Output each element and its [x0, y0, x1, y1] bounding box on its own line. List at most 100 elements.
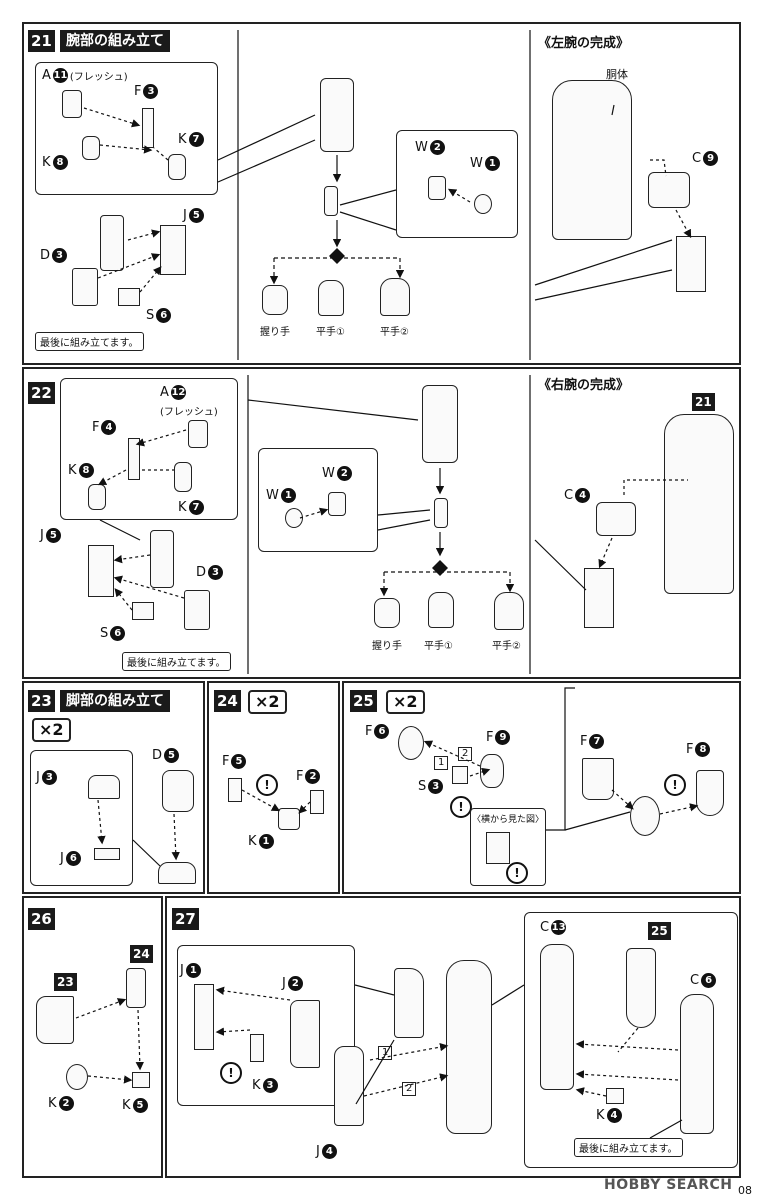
step-27-right-box — [524, 912, 738, 1168]
page-number: 08 — [738, 1184, 752, 1197]
part-f2 — [310, 790, 324, 814]
arm-assembled-22 — [422, 385, 458, 463]
part-k3 — [250, 1034, 264, 1062]
step-21-number: 21 — [28, 30, 55, 52]
caution-icon: ! — [220, 1062, 242, 1084]
hand-grip-22 — [374, 598, 400, 628]
part-s6-22 — [132, 602, 154, 620]
ref-step-23: 23 — [54, 973, 77, 991]
part-f9 — [480, 754, 504, 788]
torso-figure-22 — [664, 414, 734, 594]
part-arm-upper — [100, 215, 124, 271]
hand-flat1-21 — [318, 280, 344, 316]
step-21-title: 腕部の組み立て — [60, 30, 170, 52]
part-w1-22 — [285, 508, 303, 528]
part-k8 — [82, 136, 100, 160]
part-k8-22 — [88, 484, 106, 510]
foot-assembled-23 — [158, 862, 196, 884]
torso-label: 胴体 — [606, 68, 628, 81]
foot-23-assembled — [36, 996, 74, 1044]
part-note-a12: (フレッシュ) — [160, 407, 218, 418]
ball-joint-25 — [630, 796, 660, 836]
part-j6 — [94, 848, 120, 860]
step-21-last-note: 最後に組み立てます。 — [35, 332, 144, 351]
forearm-22 — [584, 568, 614, 628]
part-j4 — [334, 1046, 364, 1126]
part-w2-22 — [328, 492, 346, 516]
part-k4 — [606, 1088, 624, 1104]
order-2-box: 2 — [458, 747, 473, 761]
side-view-part — [486, 832, 510, 864]
step-22-last-note: 最後に組み立てます。 — [122, 652, 231, 671]
knee-25-assembled — [626, 948, 656, 1028]
ankle-24-assembled — [126, 968, 146, 1008]
right-arm-complete-title: 《右腕の完成》 — [538, 378, 630, 393]
wrist-joint-22 — [434, 498, 448, 528]
part-c13 — [540, 944, 574, 1090]
part-k1 — [278, 808, 300, 830]
forearm-21 — [676, 236, 706, 292]
part-w2 — [428, 176, 446, 200]
step-21-detail-box — [35, 62, 218, 195]
part-c6 — [680, 994, 714, 1134]
hand-grip-21 — [262, 285, 288, 315]
caution-icon: ! — [256, 774, 278, 796]
part-f6 — [398, 726, 424, 760]
part-d3-22 — [184, 590, 210, 630]
shin-cover — [394, 968, 424, 1038]
step-22-detail-box — [60, 378, 238, 520]
caution-icon: ! — [664, 774, 686, 796]
part-d5 — [162, 770, 194, 812]
hand-grip-label-22: 握り手 — [372, 641, 402, 652]
order-1-box-27: 1 — [378, 1046, 393, 1060]
hand-flat2-21 — [380, 278, 410, 316]
part-d3 — [72, 268, 98, 306]
step-23-number: 23 — [28, 690, 55, 712]
part-f7 — [582, 758, 614, 800]
hand-flat1-label-21: 平手① — [316, 327, 345, 338]
wrist-joint-21 — [324, 186, 338, 216]
part-c9 — [648, 172, 690, 208]
step-24-number: 24 — [214, 690, 241, 712]
step-27-number: 27 — [172, 908, 199, 930]
watermark-logo: HOBBY SEARCH — [604, 1177, 733, 1193]
hand-flat2-22 — [494, 592, 524, 630]
step-25-multiplier: ×2 — [386, 690, 425, 714]
step-23-title: 脚部の組み立て — [60, 690, 170, 712]
step-22-number: 22 — [28, 382, 55, 404]
hand-flat2-label-22: 平手② — [492, 641, 521, 652]
step-22-wrist-box — [258, 448, 378, 552]
part-s3 — [452, 766, 468, 784]
caution-icon: ! — [450, 796, 472, 818]
part-a12 — [188, 420, 208, 448]
